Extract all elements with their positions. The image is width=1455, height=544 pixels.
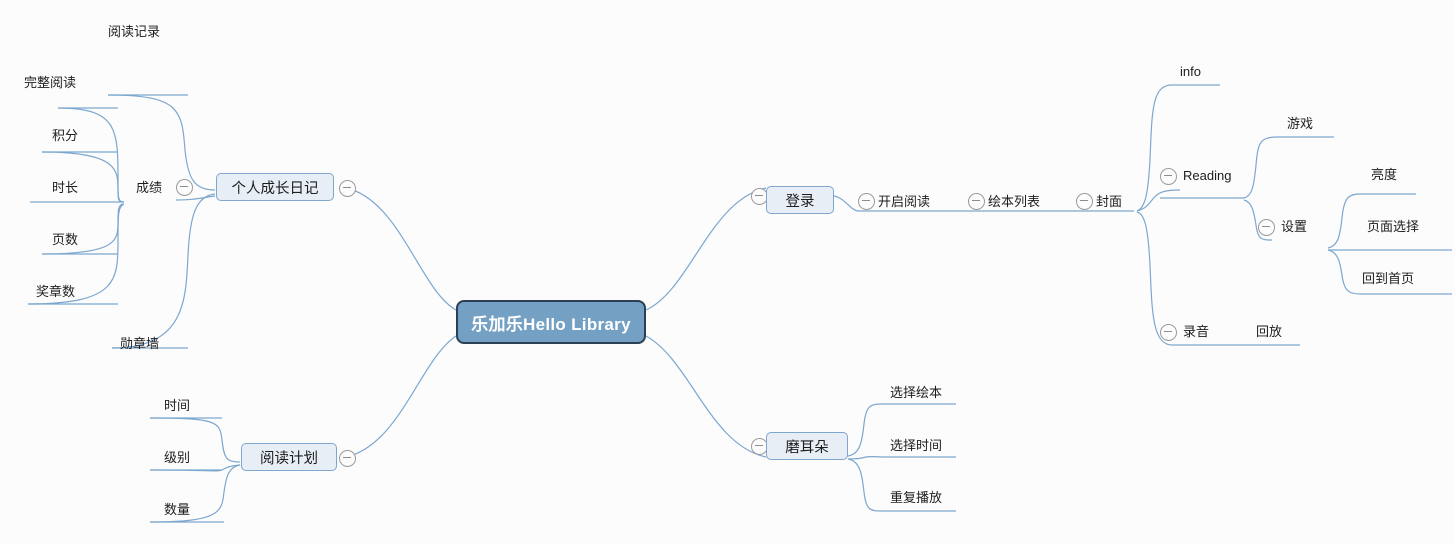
node-picturebook-list[interactable]: 绘本列表 xyxy=(988,195,1040,208)
node-select-time[interactable]: 选择时间 xyxy=(890,439,942,452)
node-cover[interactable]: 封面 xyxy=(1096,195,1122,208)
node-ear-training-label: 磨耳朵 xyxy=(785,439,829,456)
node-plan-time[interactable]: 时间 xyxy=(164,399,190,412)
node-page-selection-label: 页面选择 xyxy=(1367,219,1420,234)
node-page-count-label: 页数 xyxy=(52,232,79,247)
collapse-toggle-reading[interactable] xyxy=(1160,168,1177,185)
node-full-reading[interactable]: 完整阅读 xyxy=(24,76,76,89)
root-node-label: 乐加乐Hello Library xyxy=(471,314,631,334)
node-settings[interactable]: 设置 xyxy=(1281,220,1307,233)
node-reading-plan[interactable]: 阅读计划 xyxy=(241,443,337,471)
node-cover-label: 封面 xyxy=(1096,194,1123,209)
node-reading-record[interactable]: 阅读记录 xyxy=(108,25,160,38)
node-start-reading[interactable]: 开启阅读 xyxy=(878,195,930,208)
node-plan-level[interactable]: 级别 xyxy=(164,451,190,464)
node-back-to-home[interactable]: 回到首页 xyxy=(1362,272,1414,285)
node-reading-label: Reading xyxy=(1183,168,1232,183)
node-start-reading-label: 开启阅读 xyxy=(878,194,931,209)
node-reading-plan-label: 阅读计划 xyxy=(260,450,318,467)
collapse-toggle-recording[interactable] xyxy=(1160,324,1177,341)
node-reading-record-label: 阅读记录 xyxy=(108,24,161,39)
collapse-toggle-reading-plan[interactable] xyxy=(339,450,356,467)
node-repeat-play[interactable]: 重复播放 xyxy=(890,491,942,504)
node-info[interactable]: info xyxy=(1180,65,1201,78)
node-settings-label: 设置 xyxy=(1281,219,1308,234)
node-points-label: 积分 xyxy=(52,128,79,143)
collapse-toggle-picturebook-list[interactable] xyxy=(968,193,985,210)
node-select-picturebook-label: 选择绘本 xyxy=(890,385,943,400)
node-select-time-label: 选择时间 xyxy=(890,438,943,453)
node-medal-count[interactable]: 奖章数 xyxy=(36,285,75,298)
collapse-toggle-settings[interactable] xyxy=(1258,219,1275,236)
node-brightness[interactable]: 亮度 xyxy=(1371,168,1397,181)
node-reading[interactable]: Reading xyxy=(1183,169,1231,182)
node-game-label: 游戏 xyxy=(1287,116,1314,131)
node-picturebook-list-label: 绘本列表 xyxy=(988,194,1041,209)
node-plan-level-label: 级别 xyxy=(164,450,191,465)
node-full-reading-label: 完整阅读 xyxy=(24,75,77,90)
node-game[interactable]: 游戏 xyxy=(1287,117,1313,130)
node-back-to-home-label: 回到首页 xyxy=(1362,271,1415,286)
node-points[interactable]: 积分 xyxy=(52,129,78,142)
node-score-label: 成绩 xyxy=(136,180,163,195)
node-medal-wall[interactable]: 勋章墙 xyxy=(120,337,159,350)
node-plan-time-label: 时间 xyxy=(164,398,191,413)
node-brightness-label: 亮度 xyxy=(1371,167,1398,182)
collapse-toggle-start-reading[interactable] xyxy=(858,193,875,210)
node-duration-label: 时长 xyxy=(52,180,79,195)
node-page-selection[interactable]: 页面选择 xyxy=(1367,220,1419,233)
node-score[interactable]: 成绩 xyxy=(136,181,162,194)
node-playback-label: 回放 xyxy=(1256,324,1283,339)
node-select-picturebook[interactable]: 选择绘本 xyxy=(890,386,942,399)
node-medal-count-label: 奖章数 xyxy=(36,284,76,299)
root-node[interactable]: 乐加乐Hello Library xyxy=(456,300,646,344)
node-repeat-play-label: 重复播放 xyxy=(890,490,943,505)
node-recording-label: 录音 xyxy=(1183,324,1210,339)
collapse-toggle-score[interactable] xyxy=(176,179,193,196)
collapse-toggle-cover[interactable] xyxy=(1076,193,1093,210)
node-plan-quantity[interactable]: 数量 xyxy=(164,503,190,516)
node-personal-growth-diary-label: 个人成长日记 xyxy=(231,180,319,197)
node-login[interactable]: 登录 xyxy=(766,186,834,214)
node-personal-growth-diary[interactable]: 个人成长日记 xyxy=(216,173,334,201)
node-plan-quantity-label: 数量 xyxy=(164,502,191,517)
node-medal-wall-label: 勋章墙 xyxy=(120,336,160,351)
collapse-toggle-personal-growth-diary[interactable] xyxy=(339,180,356,197)
node-info-label: info xyxy=(1180,64,1201,79)
node-playback[interactable]: 回放 xyxy=(1256,325,1282,338)
node-recording[interactable]: 录音 xyxy=(1183,325,1209,338)
node-ear-training[interactable]: 磨耳朵 xyxy=(766,432,848,460)
node-page-count[interactable]: 页数 xyxy=(52,233,78,246)
node-login-label: 登录 xyxy=(785,193,815,210)
node-duration[interactable]: 时长 xyxy=(52,181,78,194)
